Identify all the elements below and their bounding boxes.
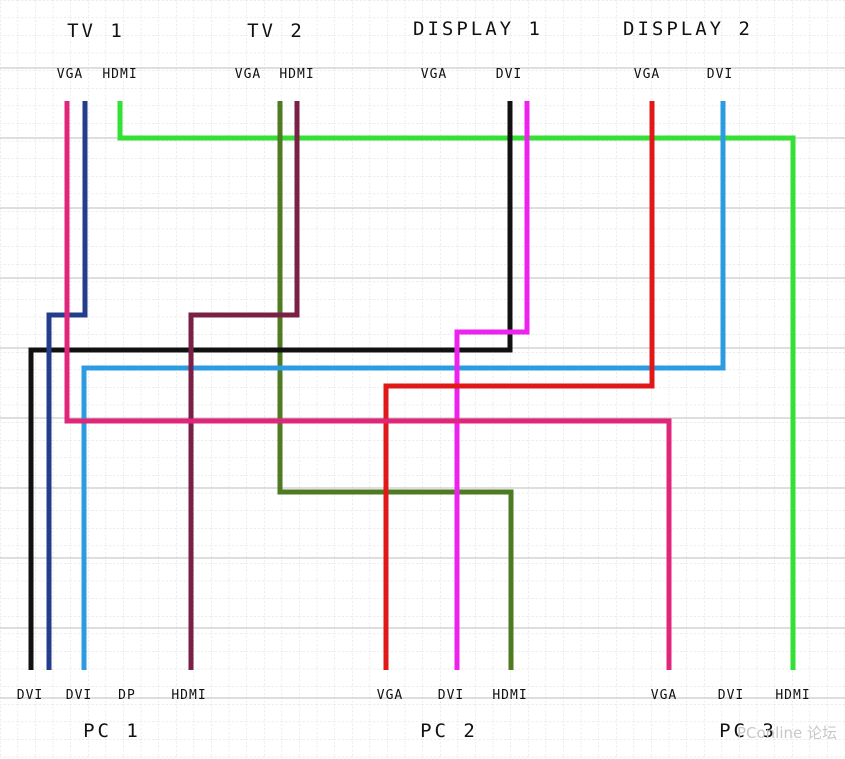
port-pc1-hdmi: HDMI [171,688,207,703]
port-pc1-dvi-a: DVI [16,688,44,703]
port-pc3-vga: VGA [650,688,678,703]
port-tv2-vga: VGA [234,67,262,82]
port-tv2-hdmi: HDMI [279,67,315,82]
device-display2-label: DISPLAY 2 [623,18,753,40]
port-pc2-hdmi: HDMI [492,688,528,703]
port-display2-dvi: DVI [706,67,734,82]
device-tv1-label: TV 1 [67,20,125,42]
port-pc1-dp: DP [118,688,136,703]
port-tv1-hdmi: HDMI [102,67,138,82]
port-pc3-dvi: DVI [717,688,745,703]
device-pc1-label: PC 1 [83,720,141,742]
port-display1-dvi: DVI [495,67,523,82]
cable-magenta [454,101,530,670]
cable-green [117,101,796,670]
cable-maroon [188,101,300,670]
watermark: PConline 论坛 [736,724,837,742]
port-pc3-hdmi: HDMI [775,688,811,703]
cable-blue [81,101,726,670]
port-tv1-vga: VGA [56,67,84,82]
cable-pink [64,101,672,670]
port-display2-vga: VGA [633,67,661,82]
port-display1-vga: VGA [420,67,448,82]
cable-olive [277,101,514,670]
device-pc3-label: PC 3 [719,720,777,742]
device-tv2-label: TV 2 [247,20,305,42]
port-pc2-dvi: DVI [437,688,465,703]
cable-red [383,101,655,670]
device-display1-label: DISPLAY 1 [413,18,543,40]
port-pc2-vga: VGA [376,688,404,703]
device-pc2-label: PC 2 [420,720,478,742]
port-pc1-dvi-b: DVI [65,688,93,703]
cable-black [28,101,513,670]
